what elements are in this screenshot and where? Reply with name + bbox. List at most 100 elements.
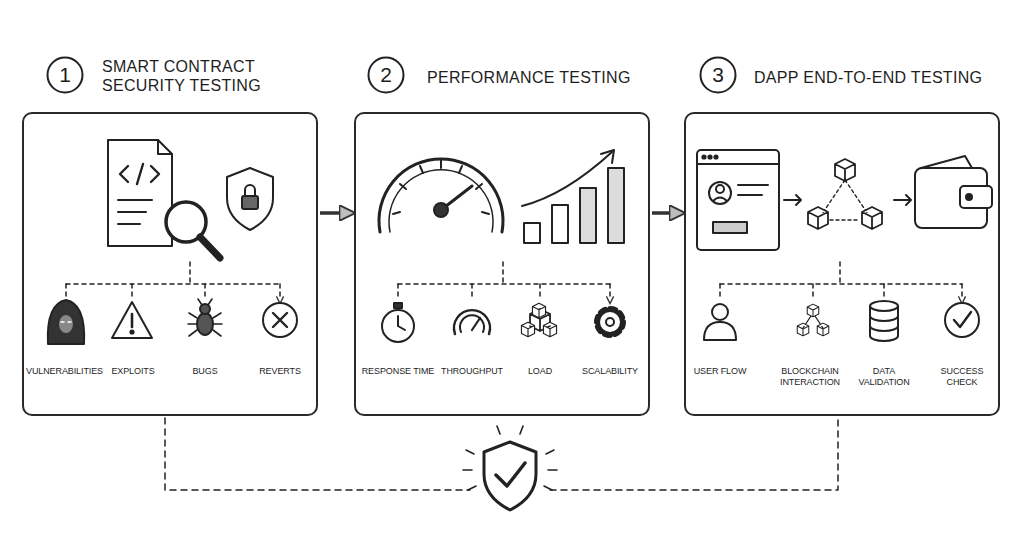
illustration xyxy=(48,140,992,510)
branch-lines xyxy=(398,284,610,300)
warning-icon xyxy=(130,330,133,333)
growth-chart xyxy=(522,152,612,206)
growth-chart xyxy=(608,168,624,243)
user-icon xyxy=(712,304,728,320)
code-document xyxy=(120,164,159,184)
icon-label: USER FLOW xyxy=(694,366,747,377)
icon-label: BUGS xyxy=(192,366,217,377)
icon-label: REVERTS xyxy=(259,366,301,377)
verified-shield xyxy=(463,426,557,510)
stopwatch-icon xyxy=(398,316,405,330)
browser-window xyxy=(716,185,724,193)
panel-heading: PERFORMANCE TESTING xyxy=(427,68,631,87)
browser-window xyxy=(702,155,705,158)
branch-lines xyxy=(66,262,280,300)
stopwatch-icon xyxy=(382,310,414,342)
flow-arrow xyxy=(652,211,682,215)
cube-icons xyxy=(807,304,819,317)
bug-icon xyxy=(188,299,222,336)
wallet-icon xyxy=(915,156,992,228)
database-icon xyxy=(870,316,898,331)
flow-arrow xyxy=(784,195,801,205)
step-number: 3 xyxy=(699,56,737,94)
icon-label: BLOCKCHAIN INTERACTION xyxy=(770,366,850,389)
branch-lines xyxy=(720,284,962,300)
cube-icons xyxy=(521,322,534,336)
branch-lines xyxy=(720,262,962,284)
growth-chart xyxy=(522,150,624,243)
branch-lines xyxy=(66,284,280,300)
branch-lines xyxy=(720,262,962,300)
panel-heading: SMART CONTRACT SECURITY TESTING xyxy=(102,57,302,95)
hacker-icon xyxy=(58,314,74,334)
user-icon xyxy=(704,322,736,340)
cube-icons xyxy=(817,323,829,336)
check-icon xyxy=(945,303,979,337)
growth-chart xyxy=(552,205,568,243)
database-icon xyxy=(870,301,898,311)
flow-arrow xyxy=(320,211,352,215)
gauge-icon xyxy=(454,310,490,334)
icon-label: SUCCESS CHECK xyxy=(932,366,992,389)
cube-icons xyxy=(808,207,828,229)
code-document xyxy=(108,140,172,246)
gauge-icon xyxy=(454,310,490,334)
branch-lines xyxy=(398,262,610,300)
database-icon xyxy=(870,301,898,341)
revert-icon xyxy=(273,313,287,327)
browser-window xyxy=(714,155,717,158)
verified-shield xyxy=(484,442,536,510)
cube-icons xyxy=(543,322,556,336)
browser-window xyxy=(738,185,768,195)
icon-label: SCALABILITY xyxy=(582,366,638,377)
growth-chart xyxy=(524,223,540,243)
icon-label: LOAD xyxy=(528,366,552,377)
check-icon xyxy=(954,312,971,327)
panel-heading: DAPP END-TO-END TESTING xyxy=(754,68,982,87)
hacker-icon xyxy=(61,321,71,323)
bug-icon xyxy=(188,299,222,336)
cube-icons xyxy=(532,303,545,317)
code-document xyxy=(108,140,172,246)
browser-window xyxy=(713,222,747,233)
magnifier-icon xyxy=(200,237,220,258)
stopwatch-icon xyxy=(394,303,402,308)
icon-label: EXPLOITS xyxy=(111,366,154,377)
cube-icons xyxy=(797,323,809,336)
wallet-icon xyxy=(966,194,972,200)
verified-shield xyxy=(463,426,557,490)
step-number: 1 xyxy=(46,56,84,94)
cube-icons xyxy=(521,159,882,337)
browser-window xyxy=(697,150,779,250)
gauge-icon xyxy=(472,318,480,330)
branch-lines xyxy=(66,262,280,284)
step-number-text: 1 xyxy=(46,56,84,94)
gear-icon xyxy=(599,311,621,333)
icon-label: DATA VALIDATION xyxy=(854,366,914,389)
hacker-icon xyxy=(48,300,84,344)
revert-icon xyxy=(263,303,297,337)
growth-chart xyxy=(580,188,596,243)
browser-window xyxy=(713,198,727,202)
gear-icon xyxy=(597,309,623,335)
lock-shield-icon xyxy=(245,185,255,196)
browser-window xyxy=(709,182,731,204)
blockchain-network xyxy=(822,180,868,220)
flow-arrow xyxy=(894,195,911,205)
growth-chart xyxy=(601,150,614,163)
speedometer xyxy=(379,159,503,232)
code-document xyxy=(118,200,152,224)
verified-shield xyxy=(496,463,525,486)
lock-shield-icon xyxy=(242,196,258,209)
gear-icon xyxy=(597,309,623,335)
step-number: 2 xyxy=(367,56,405,94)
icon-label: THROUGHPUT xyxy=(441,366,503,377)
speedometer xyxy=(434,203,448,217)
speedometer xyxy=(379,159,503,232)
blockchain-network xyxy=(822,180,868,220)
gear-icon xyxy=(606,318,614,326)
step-number-text: 2 xyxy=(367,56,405,94)
step-number-text: 3 xyxy=(699,56,737,94)
wallet-icon xyxy=(921,156,972,168)
